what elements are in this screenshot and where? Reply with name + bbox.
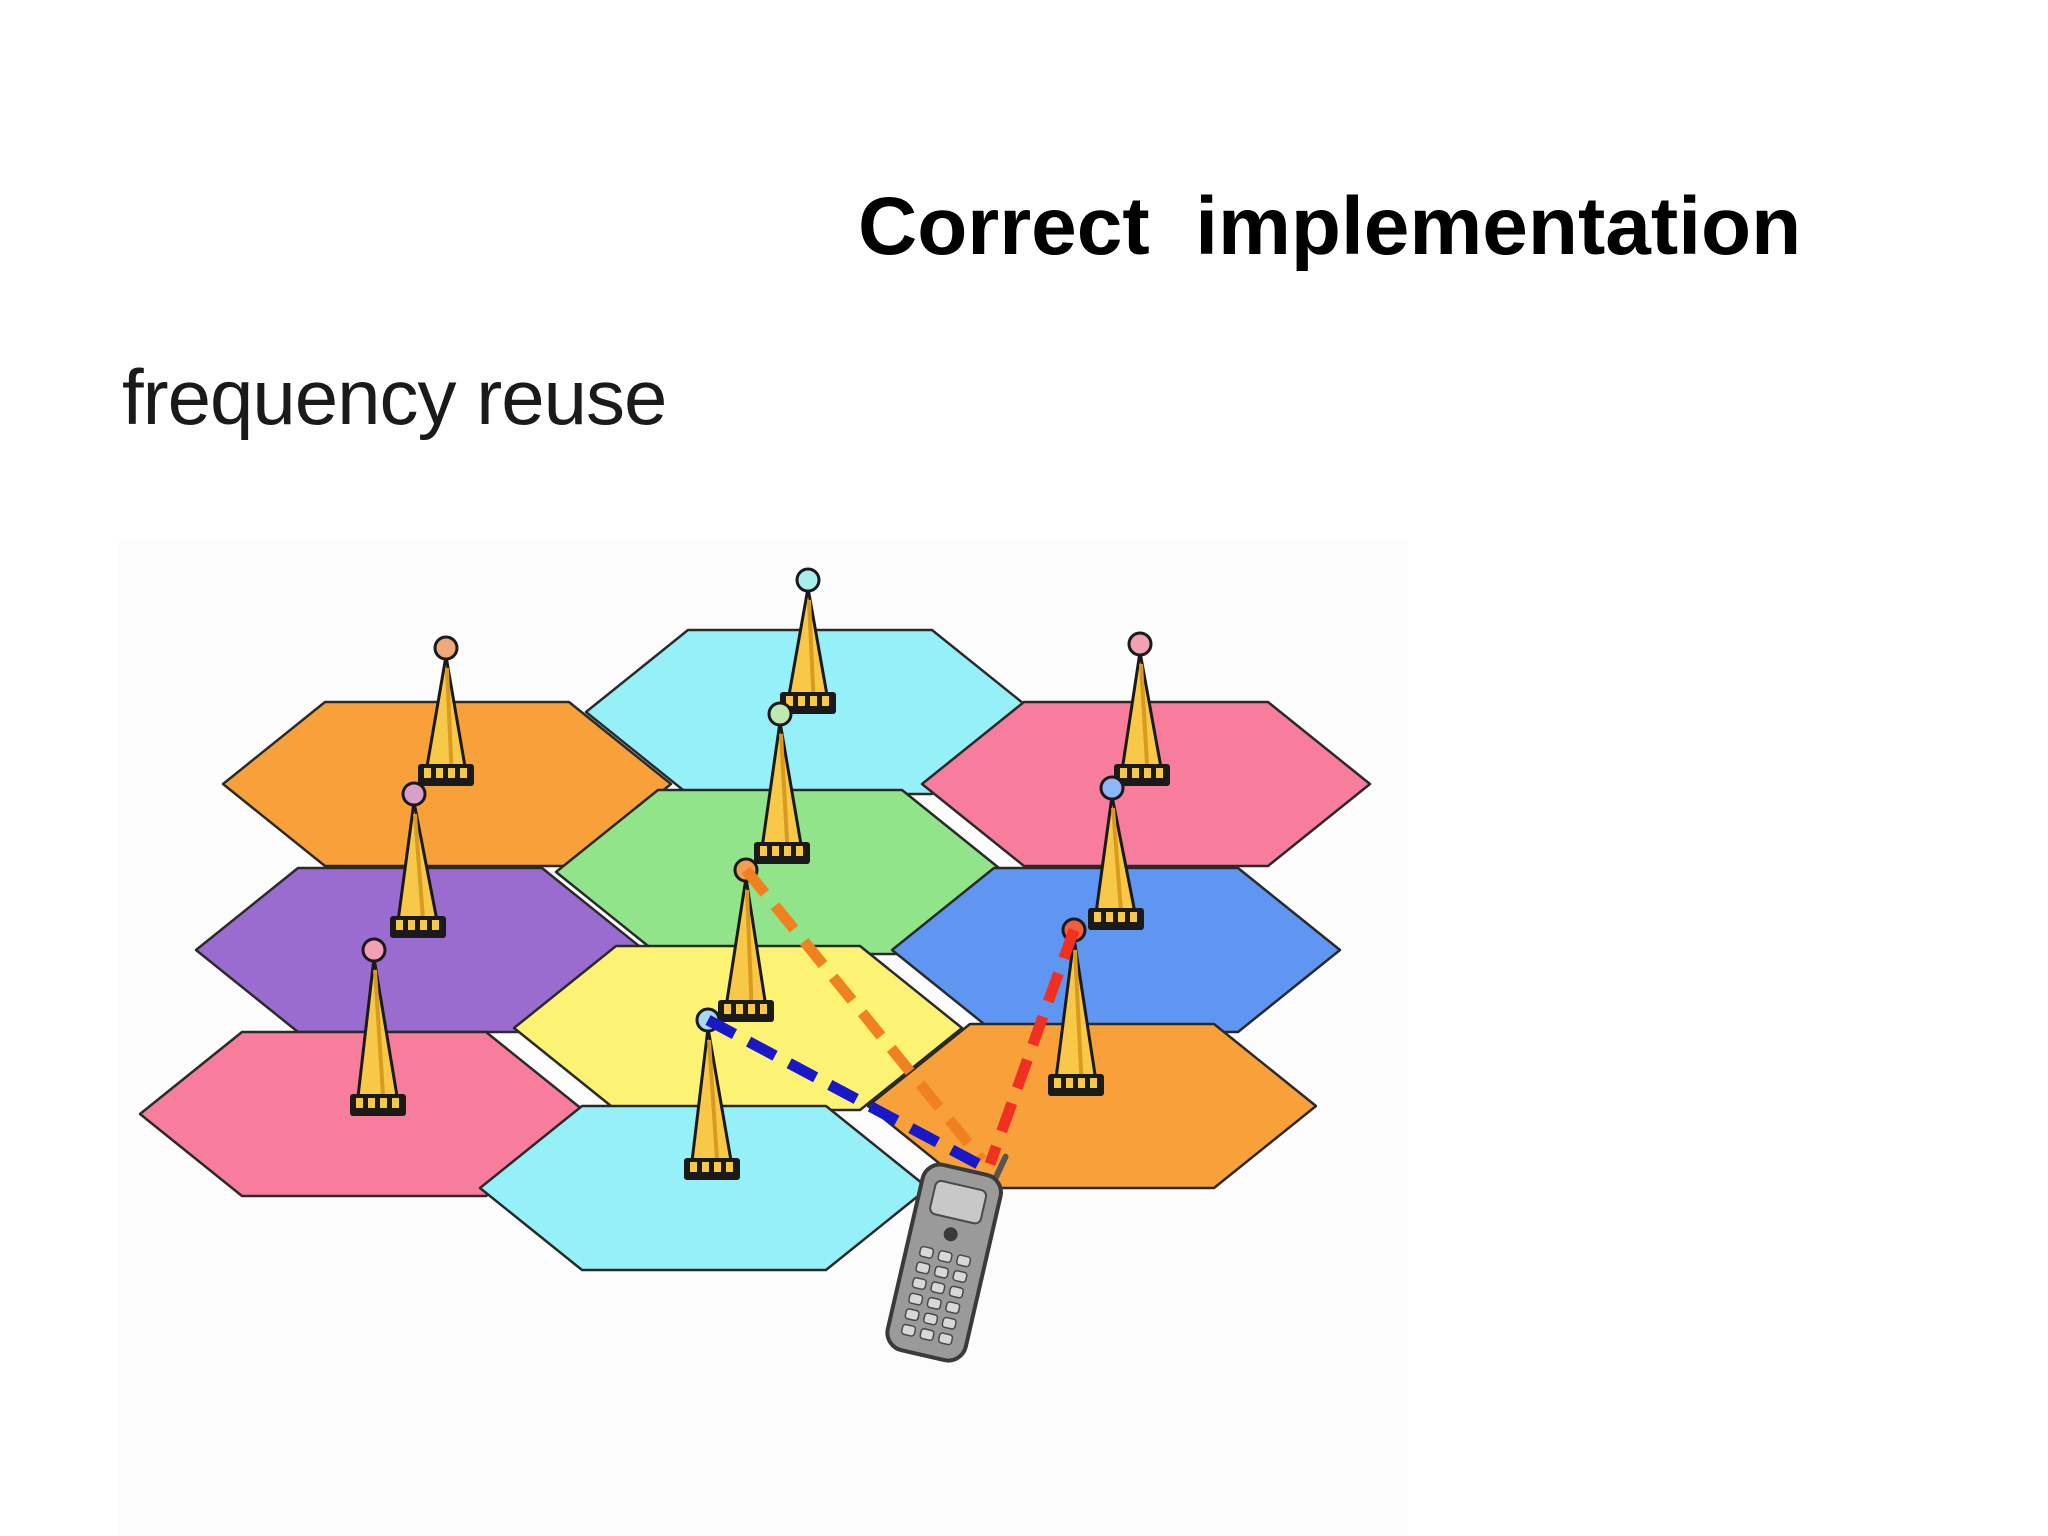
slide-title: Correct implementation [858, 181, 1802, 272]
link-blue [705, 1015, 985, 1171]
tower-purple-cell [390, 781, 446, 938]
tower-blue-cell [1088, 775, 1144, 930]
tower-yellow-cell [718, 857, 774, 1022]
tower-green-cell [754, 701, 810, 864]
tower-pink-left-cell [350, 937, 406, 1116]
tower-orange-cell [418, 635, 474, 786]
mobile-phone-icon [885, 1153, 1009, 1363]
tower-pink-right-cell [1114, 631, 1170, 786]
tower-cyan-top-cell [780, 567, 836, 714]
figure-caption: frequency reuse [122, 353, 667, 441]
link-orange [741, 866, 987, 1164]
link-red [984, 928, 1080, 1166]
